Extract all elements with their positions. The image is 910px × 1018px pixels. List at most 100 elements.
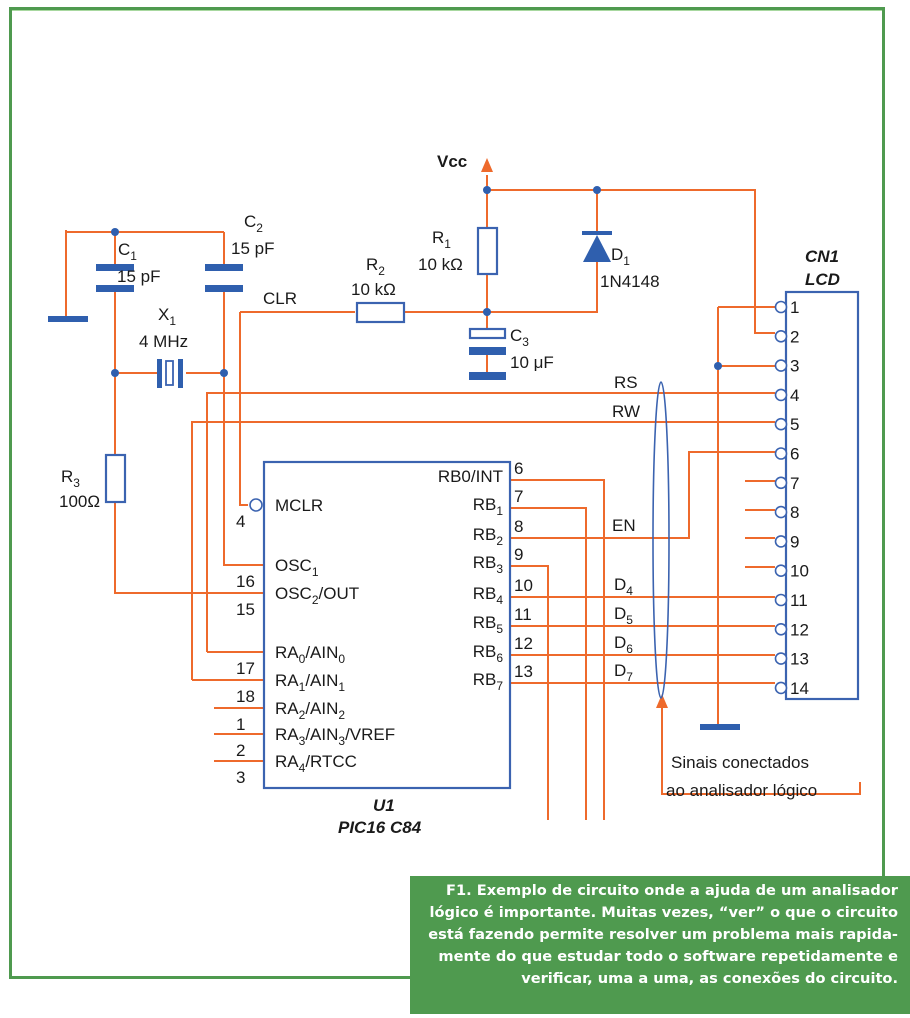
u1-pin-16-number: 16 xyxy=(236,572,255,591)
lcd-pin-2-terminal xyxy=(774,329,788,343)
u1-pin-18-label: RA1/AIN1 xyxy=(275,671,345,694)
wire-en xyxy=(510,451,775,539)
labels: Vcc C1 15 pF C2 15 pF X1 4 MHz CLR R2 10… xyxy=(59,152,840,837)
signal-d5: D5 xyxy=(614,604,633,627)
u1-pin-4-label: MCLR xyxy=(275,496,323,515)
lcd-pin-9-number: 9 xyxy=(790,532,799,551)
u1-pin-6-number: 6 xyxy=(514,459,523,478)
cn1-ref: CN1 xyxy=(805,247,839,266)
components xyxy=(48,226,860,790)
cn1-part: LCD xyxy=(805,270,840,289)
c2-value: 15 pF xyxy=(231,239,274,258)
wire-rb1 xyxy=(510,507,587,820)
vcc-arrow-icon xyxy=(481,158,493,172)
junctions xyxy=(111,186,722,377)
u1-pin-17-number: 17 xyxy=(236,659,255,678)
r2-value: 10 kΩ xyxy=(351,280,396,299)
u1-pin-7-label: RB1 xyxy=(473,495,504,518)
u1-pin-3-label: RA4/RTCC xyxy=(275,752,357,775)
signal-rs: RS xyxy=(614,373,638,392)
u1-pin-2-number: 2 xyxy=(236,741,245,760)
u1-pin-7-number: 7 xyxy=(514,487,523,506)
u1-pin-12-label: RB6 xyxy=(473,642,504,665)
lcd-pin-14-number: 14 xyxy=(790,679,809,698)
capacitor-c1-icon xyxy=(96,264,134,271)
lcd-pin-11-terminal xyxy=(774,593,788,607)
wire-rb0 xyxy=(510,479,605,820)
figure-caption: F1. Exemplo de circuito onde a ajuda de … xyxy=(410,876,910,1014)
annotation-arrow-line xyxy=(661,705,861,795)
c1-value: 15 pF xyxy=(117,267,160,286)
lcd-pin-6-number: 6 xyxy=(790,445,799,464)
lcd-pin-4-number: 4 xyxy=(790,386,799,405)
lcd-pin-1-number: 1 xyxy=(790,298,799,317)
x1-value: 4 MHz xyxy=(139,332,188,351)
c3-value: 10 μF xyxy=(510,353,554,372)
signal-d4: D4 xyxy=(614,575,633,598)
lcd-pin-2-number: 2 xyxy=(790,327,799,346)
u1-left-pins: 4MCLR16OSC115OSC2/OUT17RA0/AIN018RA1/AIN… xyxy=(236,496,395,787)
probe-group-ellipse xyxy=(652,381,670,699)
r3-value: 100Ω xyxy=(59,492,100,511)
u1-pin-1-number: 1 xyxy=(236,715,245,734)
lcd-pin-13-terminal xyxy=(774,652,788,665)
c2-label: C2 xyxy=(244,212,263,235)
lcd-pin-11-number: 11 xyxy=(790,591,808,610)
lcd-connector-cn1 xyxy=(784,290,860,701)
u1-pin-4-number: 4 xyxy=(236,512,245,531)
u1-pin-13-number: 13 xyxy=(514,662,533,681)
u1-pin-18-number: 18 xyxy=(236,687,255,706)
lcd-pin-10-terminal xyxy=(774,564,788,578)
lcd-pin-12-number: 12 xyxy=(790,620,809,639)
u1-pin-12-number: 12 xyxy=(514,634,533,653)
u1-ref: U1 xyxy=(373,796,395,815)
annotation-line2: ao analisador lógico xyxy=(666,781,817,800)
wire-vcc-rail xyxy=(487,189,775,334)
u1-pin-9-label: RB3 xyxy=(473,553,504,576)
lcd-pin-3-terminal xyxy=(774,359,788,372)
caption-line: está fazendo permite resolver um problem… xyxy=(428,926,898,943)
lcd-pin-1-terminal xyxy=(774,300,788,314)
caption-line: verificar, uma a uma, as conexões do cir… xyxy=(521,970,898,987)
lcd-pin-7-terminal xyxy=(774,476,788,490)
u1-pin-10-number: 10 xyxy=(514,576,533,595)
annotation-line1: Sinais conectados xyxy=(671,753,809,772)
annotation-arrow-icon xyxy=(656,694,668,708)
resistor-r3-icon xyxy=(104,453,127,504)
x1-label: X1 xyxy=(158,305,176,328)
lcd-pin-4-terminal xyxy=(774,388,788,402)
u1-pin-8-number: 8 xyxy=(514,517,523,536)
r3-label: R3 xyxy=(61,467,80,490)
mclr-inverter-icon xyxy=(249,498,263,512)
u1-pin-1-label: RA2/AIN2 xyxy=(275,699,345,722)
lcd-pin-5-number: 5 xyxy=(790,415,799,434)
signal-rw: RW xyxy=(612,402,640,421)
ground-icon xyxy=(700,724,740,730)
lcd-pin-8-number: 8 xyxy=(790,503,799,522)
u1-pin-9-number: 9 xyxy=(514,545,523,564)
r1-value: 10 kΩ xyxy=(418,255,463,274)
r1-label: R1 xyxy=(432,228,451,251)
lcd-pin-10-number: 10 xyxy=(790,562,809,581)
u1-part: PIC16 C84 xyxy=(338,818,422,837)
signal-d6: D6 xyxy=(614,633,633,656)
c1-label: C1 xyxy=(118,240,137,263)
lcd-pin-14-terminal xyxy=(774,681,788,695)
r2-label: R2 xyxy=(366,255,385,278)
lcd-pin-13-number: 13 xyxy=(790,650,809,669)
crystal-x1-icon xyxy=(157,359,183,388)
diode-d1-icon xyxy=(582,231,612,262)
lcd-pin-12-terminal xyxy=(774,622,788,636)
u1-pin-16-label: OSC1 xyxy=(275,556,319,579)
d1-label: D1 xyxy=(611,245,630,268)
wire-r3 xyxy=(114,503,264,594)
u1-pin-10-label: RB4 xyxy=(473,584,504,607)
resistor-r1-icon xyxy=(476,226,499,276)
u1-pin-6-label: RB0/INT xyxy=(438,467,503,486)
chip-u1 xyxy=(262,460,512,790)
wire-mclr xyxy=(239,312,248,506)
lcd-pin-5-terminal xyxy=(774,417,788,431)
lcd-pin-3-number: 3 xyxy=(790,357,799,376)
